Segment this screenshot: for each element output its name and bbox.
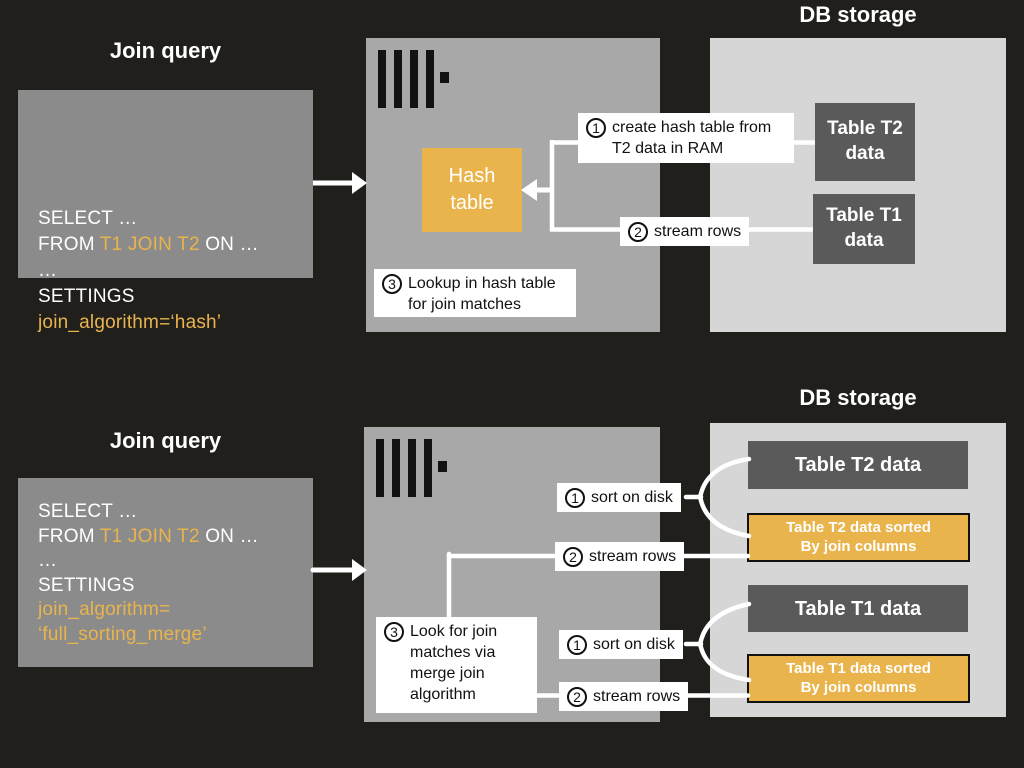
merge-db-storage-title: DB storage — [799, 385, 917, 410]
callout-stream-rows-top: 2 stream rows — [620, 217, 750, 247]
table-t1-sorted-box: Table T1 data sorted By join columns — [747, 654, 970, 703]
step-2-circle: 2 — [628, 222, 648, 242]
logo-bar — [392, 439, 400, 497]
query-line-algorithm-2: ‘full_sorting_merge’ — [38, 623, 207, 645]
join-clause-highlight: T1 JOIN T2 — [99, 525, 200, 547]
table-t2-sorted-box: Table T2 data sorted By join columns — [747, 513, 970, 562]
merge-join-query-title: Join query — [109, 428, 222, 453]
callout-text: stream rows — [593, 688, 681, 705]
table-t2-data-box: Table T2 data — [748, 441, 968, 489]
callout-sort-on-disk-t1: 1 sort on disk — [559, 630, 683, 660]
logo-bar — [376, 439, 384, 497]
join-clause-highlight: T1 JOIN T2 — [99, 234, 200, 255]
hash-query-text: SELECT … FROM T1 JOIN T2 ON … … SETTINGS… — [38, 206, 259, 336]
merge-query-box: SELECT … FROM T1 JOIN T2 ON … … SETTINGS… — [18, 478, 313, 667]
callout-text: stream rows — [589, 548, 677, 565]
query-line-algorithm: join_algorithm=‘hash’ — [38, 312, 222, 333]
clickhouse-logo — [378, 50, 449, 108]
callout-lookup-hash-table: 3 Lookup in hash table for join matches — [374, 269, 576, 317]
table-t2-data-box: Table T2 data — [815, 103, 915, 181]
step-2-circle: 2 — [567, 687, 587, 707]
step-2-circle: 2 — [563, 547, 583, 567]
callout-stream-rows-t2: 2 stream rows — [555, 542, 685, 572]
query-line-settings: SETTINGS — [38, 574, 135, 596]
callout-text: create hash table from T2 data in RAM — [612, 119, 772, 158]
query-line-from: FROM T1 JOIN T2 ON … — [38, 234, 259, 255]
sorted-label-line1: Table T1 data sorted — [786, 659, 931, 677]
clickhouse-logo — [376, 439, 447, 497]
logo-dot — [440, 71, 449, 83]
hash-query-box: SELECT … FROM T1 JOIN T2 ON … … SETTINGS… — [18, 90, 313, 333]
sorted-label-line1: Table T2 data sorted — [786, 518, 931, 536]
callout-sort-on-disk-t2: 1 sort on disk — [557, 483, 681, 513]
query-line-select: SELECT … — [38, 501, 138, 522]
callout-create-hash-table: 1 create hash table from T2 data in RAM — [578, 113, 794, 163]
hash-db-storage-box — [710, 38, 1006, 332]
query-to-server-arrowhead-top — [352, 172, 367, 194]
callout-merge-join-lookup: 3 Look for join matches via merge join a… — [376, 617, 537, 713]
step-1-circle: 1 — [586, 118, 606, 138]
step-1-circle: 1 — [567, 635, 587, 655]
step-1-circle: 1 — [565, 488, 585, 508]
hash-table-box: Hash table — [422, 148, 522, 232]
sorted-label-line2: By join columns — [800, 537, 917, 555]
query-line-select: SELECT … — [38, 208, 138, 229]
logo-bar — [410, 50, 418, 108]
query-line-from: FROM T1 JOIN T2 ON … — [38, 525, 259, 547]
callout-text: stream rows — [654, 223, 742, 240]
step-3-circle: 3 — [382, 274, 402, 294]
logo-bar — [424, 439, 432, 497]
logo-bar — [394, 50, 402, 108]
logo-bar — [408, 439, 416, 497]
merge-query-text: SELECT … FROM T1 JOIN T2 ON … … SETTINGS… — [38, 500, 259, 647]
table-t1-data-box: Table T1 data — [748, 585, 968, 632]
query-line-ellipsis: … — [38, 260, 58, 281]
hash-join-query-title: Join query — [109, 38, 222, 63]
callout-text: Look for join matches via merge join alg… — [410, 623, 498, 704]
table-t1-data-box: Table T1 data — [813, 194, 915, 264]
callout-stream-rows-t1: 2 stream rows — [559, 682, 689, 712]
query-line-ellipsis: … — [38, 550, 58, 571]
logo-dot — [438, 460, 447, 472]
callout-text: sort on disk — [591, 489, 673, 506]
logo-bar — [378, 50, 386, 108]
callout-text: sort on disk — [593, 636, 675, 653]
callout-text: Lookup in hash table for join matches — [408, 275, 556, 314]
hash-db-storage-title: DB storage — [799, 2, 917, 27]
query-line-settings: SETTINGS — [38, 286, 135, 307]
sorted-label-line2: By join columns — [800, 678, 917, 696]
logo-bar — [426, 50, 434, 108]
query-line-algorithm-1: join_algorithm= — [38, 599, 171, 620]
step-3-circle: 3 — [384, 622, 404, 642]
